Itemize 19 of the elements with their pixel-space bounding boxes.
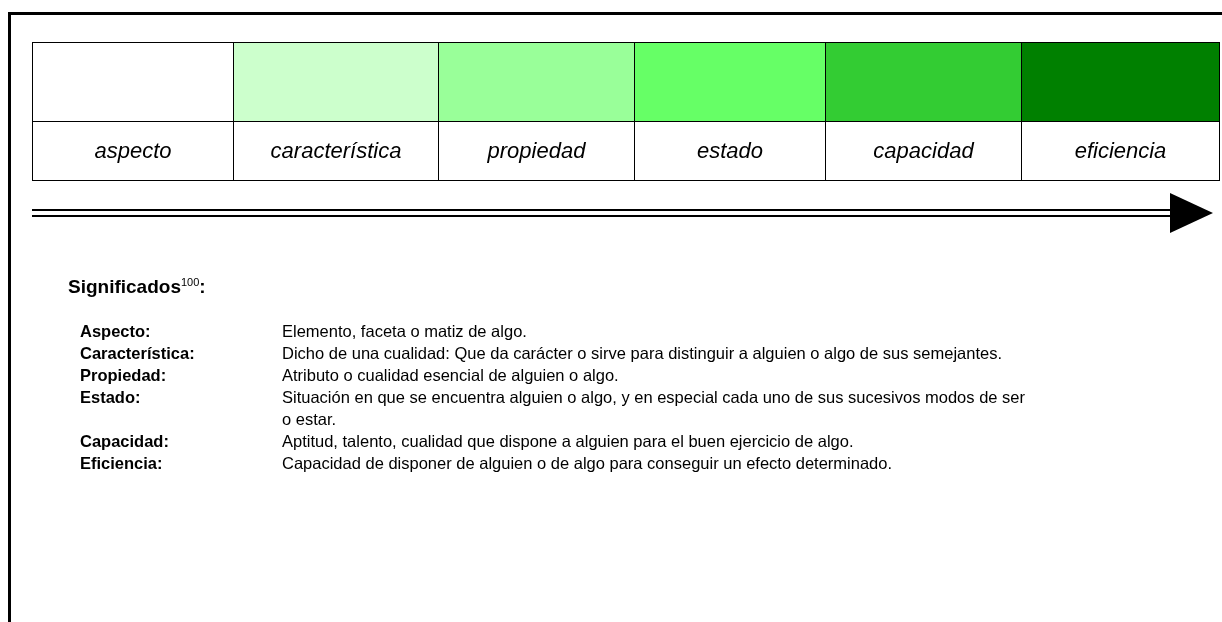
scale-label: capacidad [825, 121, 1022, 181]
definition-text: Aptitud, talento, cualidad que dispone a alguien para el buen ejercicio de algo. [282, 431, 855, 452]
definition-text: Situación en que se encuentra alguien o algo, y en especial cada uno de sus sucesivos modos de ser o estar. [282, 387, 1026, 430]
term-label: Característica: [80, 343, 196, 364]
term-label: Aspecto: [80, 321, 152, 342]
scale-label: aspecto [32, 121, 234, 181]
scale-label: propiedad [438, 121, 635, 181]
scale-label: eficiencia [1021, 121, 1220, 181]
definition-text: Atributo o cualidad esencial de alguien o algo. [282, 365, 620, 386]
definition-text: Dicho de una cualidad: Que da carácter o sirve para distinguir a alguien o algo de sus semejantes. [282, 343, 1003, 364]
term-label: Eficiencia: [80, 453, 164, 474]
definition-text: Capacidad de disponer de alguien o de algo para conseguir un efecto determinado. [282, 453, 894, 474]
term-label: Capacidad: [80, 431, 170, 452]
definition-text: Elemento, faceta o matiz de algo. [282, 321, 528, 342]
term-label: Estado: [80, 387, 142, 408]
scale-label: estado [634, 121, 826, 181]
scale-label: característica [233, 121, 439, 181]
term-label: Propiedad: [80, 365, 168, 386]
section-heading: Significados$^{100}$: [68, 276, 206, 299]
